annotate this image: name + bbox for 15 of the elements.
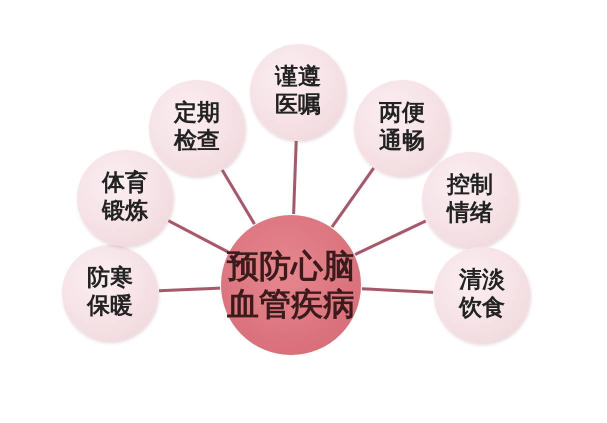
connector-line <box>362 287 434 294</box>
topic-label: 体育锻炼 <box>101 170 149 226</box>
topic-label: 预防心脑血管疾病 <box>226 246 356 324</box>
connector-line <box>354 220 426 256</box>
topic-label: 防寒保暖 <box>86 265 134 321</box>
connector-line <box>168 219 229 254</box>
topic-label: 谨遵医嘱 <box>274 64 322 120</box>
topic-label: 控制情绪 <box>446 172 494 228</box>
connector-line <box>220 169 256 225</box>
topic-label: 清淡饮食 <box>458 267 506 323</box>
topic-label: 定期检查 <box>173 100 221 156</box>
connector-line <box>330 167 375 228</box>
connector-line <box>158 286 220 292</box>
topic-label: 两便通畅 <box>378 100 426 156</box>
connector-line <box>292 140 298 214</box>
